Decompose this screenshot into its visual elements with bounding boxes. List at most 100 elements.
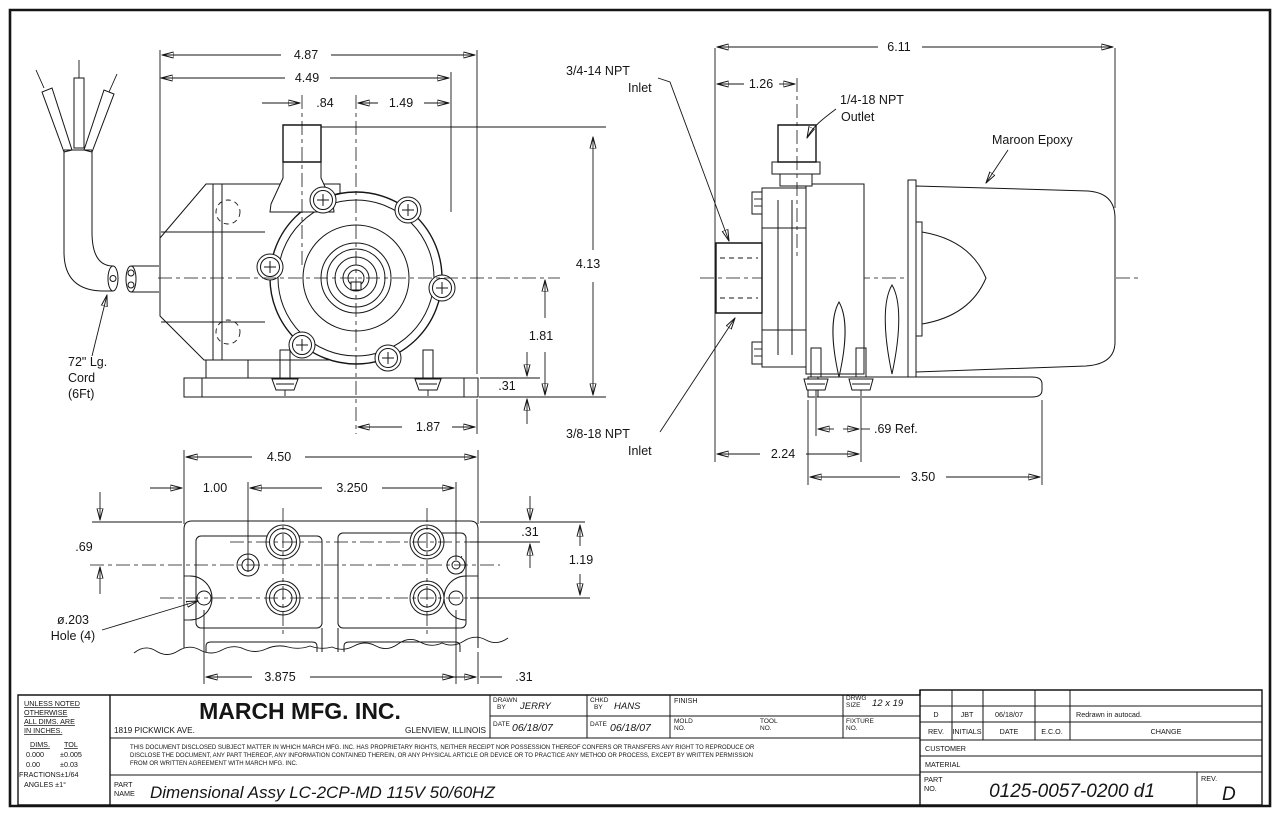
- tol-note-1: UNLESS NOTED: [24, 699, 80, 708]
- dim-mount-hole-span: 3.875: [264, 670, 295, 684]
- pump-housing-side: [752, 184, 864, 374]
- dim-inlet-to-stud: 2.24: [771, 447, 795, 461]
- rev-header-rev: REV.: [928, 727, 944, 736]
- checked-label-2: BY: [594, 704, 603, 711]
- legal-line-3: FROM OR WRITTEN AGREEMENT WITH MARCH MFG…: [130, 761, 298, 767]
- side-labels: 3/4-14 NPT Inlet 1/4-18 NPT Outlet Maroo…: [566, 64, 1073, 458]
- hole-label-line2: Hole (4): [51, 629, 95, 643]
- inlet-front-label-line2: Inlet: [628, 81, 652, 95]
- legal-line-1: THIS DOCUMENT DISCLOSED SUBJECT MATTER I…: [130, 745, 755, 751]
- tol-note-4: IN INCHES.: [24, 726, 62, 735]
- drawn-date-label: DATE: [493, 721, 511, 728]
- part-no-label-2: NO.: [924, 784, 937, 793]
- rev-row-date: 06/18/07: [995, 710, 1023, 719]
- dim-overall-height: 4.13: [576, 257, 600, 271]
- dim-base-thickness: .31: [498, 379, 515, 393]
- impeller-dome: [922, 232, 986, 324]
- company-address: 1819 PICKWICK AVE.: [114, 726, 195, 735]
- drwg-size: 12 x 19: [872, 698, 904, 709]
- tol-fractions: FRACTIONS±1/64: [19, 770, 78, 779]
- rev-header-change: CHANGE: [1151, 727, 1182, 736]
- drawn-value: JERRY: [519, 701, 551, 712]
- rev-value: D: [1222, 784, 1236, 805]
- dim-outlet-offset: .84: [316, 96, 333, 110]
- drawn-label-2: BY: [497, 704, 506, 711]
- dim-center-to-base-edge: 1.87: [416, 420, 440, 434]
- part-name-label-1: PART: [114, 780, 133, 789]
- rev-row-initials: JBT: [961, 710, 974, 719]
- cord-label-line3: (6Ft): [68, 387, 94, 401]
- epoxy-label: Maroon Epoxy: [992, 133, 1073, 147]
- dim-hole-row-span: 1.19: [569, 553, 593, 567]
- tol-angles: ANGLES ±1°: [24, 780, 66, 789]
- title-block: UNLESS NOTED OTHERWISE ALL DIMS. ARE IN …: [18, 690, 1262, 805]
- mounting-studs-front: [272, 350, 441, 396]
- customer-label: CUSTOMER: [925, 744, 966, 753]
- dim-base-width: 4.50: [267, 450, 291, 464]
- inlet-side-label-line1: 3/8-18 NPT: [566, 427, 630, 441]
- checked-date-label: DATE: [590, 721, 608, 728]
- side-base-plate: [808, 377, 1042, 397]
- tool-label-2: NO.: [760, 725, 772, 732]
- motor-can: [908, 180, 1115, 378]
- tol-row1-dims: 0.000: [26, 750, 44, 759]
- cord-label: 72" Lg. Cord (6Ft): [68, 295, 107, 401]
- power-cord: [36, 60, 159, 292]
- mounting-studs-side: [804, 348, 873, 396]
- front-dimensions: 4.87 4.49 .84 1.49 4.13 1.81 .31: [160, 48, 606, 434]
- drawn-label-1: DRAWN: [493, 697, 518, 704]
- dim-base-length: 3.50: [911, 470, 935, 484]
- hole-callout: ø.203 Hole (4): [51, 601, 198, 643]
- inlet-front-label-line1: 3/4-14 NPT: [566, 64, 630, 78]
- drwg-label-2: SIZE: [846, 702, 861, 709]
- material-label: MATERIAL: [925, 760, 960, 769]
- rev-header-eco: E.C.O.: [1041, 727, 1063, 736]
- dim-edge-to-hole: 1.00: [203, 481, 227, 495]
- cord-label-line1: 72" Lg.: [68, 355, 107, 369]
- dim-body-width: 4.49: [295, 71, 319, 85]
- tol-row2-tol: ±0.03: [60, 760, 78, 769]
- dim-overall-width: 4.87: [294, 48, 318, 62]
- rev-row-rev: D: [933, 710, 938, 719]
- fixture-label-2: NO.: [846, 725, 858, 732]
- bottom-dimensions: 4.50 1.00 3.250 .69 .31 1.19 3.: [75, 450, 596, 684]
- dim-hole-to-edge: .31: [515, 670, 532, 684]
- tool-label-1: TOOL: [760, 718, 778, 725]
- inlet-side-label-line2: Inlet: [628, 444, 652, 458]
- part-number: 0125-0057-0200 d1: [989, 781, 1155, 802]
- drawn-checked-block: DRAWN BY JERRY CHKD BY HANS DATE 06/18/0…: [493, 697, 652, 734]
- tol-row1-tol: ±0.005: [60, 750, 82, 759]
- bottom-view: 4.50 1.00 3.250 .69 .31 1.19 3.: [51, 450, 596, 684]
- drwg-label-1: DRWG: [846, 695, 866, 702]
- dims-header: DIMS.: [30, 740, 50, 749]
- part-number-block: PART NO. 0125-0057-0200 d1 REV. D: [924, 774, 1236, 805]
- rev-header-initials: INITIALS: [952, 727, 981, 736]
- mold-label-1: MOLD: [674, 718, 693, 725]
- dim-overall-length: 6.11: [887, 40, 910, 54]
- hole-label-line1: ø.203: [57, 613, 89, 627]
- part-name-block: PART NAME Dimensional Assy LC-2CP-MD 115…: [114, 780, 495, 802]
- company-name: MARCH MFG. INC.: [199, 698, 401, 724]
- company-city: GLENVIEW, ILLINOIS: [405, 726, 487, 735]
- checked-label-1: CHKD: [590, 697, 609, 704]
- fixture-label-1: FIXTURE: [846, 718, 874, 725]
- dim-hole-span: 3.250: [336, 481, 367, 495]
- front-base-plate: [184, 378, 478, 397]
- tol-row2-dims: 0.00: [26, 760, 40, 769]
- revision-table: D JBT 06/18/07 Redrawn in autocad. REV. …: [925, 710, 1182, 769]
- side-dimensions: 6.11 1.26 .69 Ref. 2.24 3.50: [715, 40, 1115, 485]
- dim-stud-spacing: .69 Ref.: [874, 422, 918, 436]
- break-line: [134, 637, 508, 654]
- cord-label-line2: Cord: [68, 371, 95, 385]
- volute-screws: [257, 187, 455, 371]
- front-view: 4.87 4.49 .84 1.49 4.13 1.81 .31: [36, 48, 606, 434]
- drawn-date: 06/18/07: [512, 722, 554, 734]
- tol-note-2: OTHERWISE: [24, 708, 68, 717]
- clamp-ears: [833, 285, 899, 377]
- checked-value: HANS: [614, 701, 641, 712]
- rev-header-date: DATE: [1000, 727, 1019, 736]
- dim-inlet-to-outlet: 1.26: [749, 77, 773, 91]
- legal-line-2: DISCLOSE THE DOCUMENT, ANY PART THEREOF,…: [130, 753, 753, 759]
